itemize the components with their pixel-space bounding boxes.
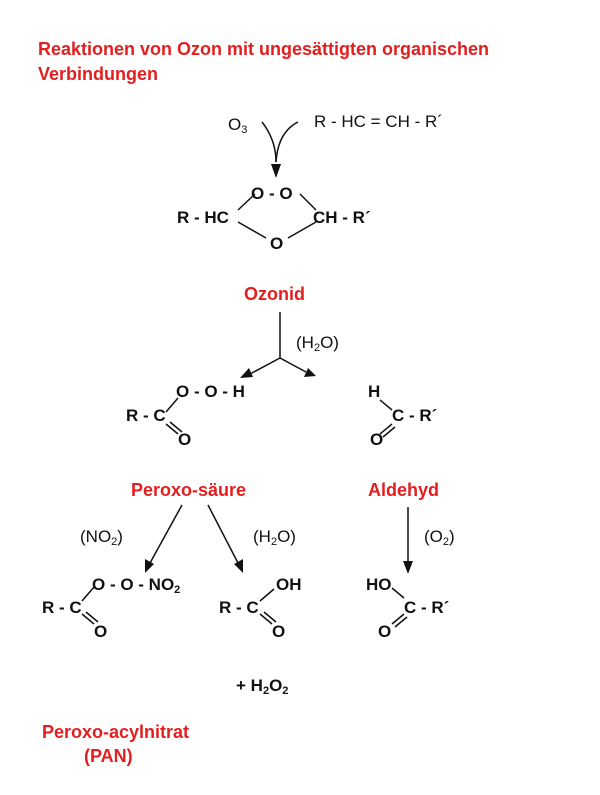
o2-condition: (O2) xyxy=(424,527,455,548)
bond xyxy=(81,586,95,602)
split-arrow-left xyxy=(249,357,281,375)
ozone-formula: O3 xyxy=(228,115,248,136)
ozonide-top: O - O xyxy=(251,184,293,203)
aldehyde-o: O xyxy=(370,430,384,449)
acid-o: O xyxy=(272,622,286,641)
h2o2-byproduct: + H2O2 xyxy=(236,676,289,697)
bond xyxy=(259,613,273,625)
branch-arrow-left xyxy=(149,504,183,564)
bond xyxy=(85,611,99,623)
arrowhead xyxy=(240,368,253,378)
bond xyxy=(391,587,405,599)
aldehyde-c: C - R´ xyxy=(392,406,438,425)
ozonide-left: R - HC xyxy=(177,208,229,227)
peracid-o: O xyxy=(178,430,192,449)
ring-bond xyxy=(237,221,267,239)
pan-label-line2: (PAN) xyxy=(84,746,133,766)
bond xyxy=(165,397,179,413)
bond xyxy=(379,423,393,435)
no2-condition: (NO2) xyxy=(80,527,123,548)
water-condition-2: (H2O) xyxy=(253,527,296,548)
ozonide-right: CH - R´ xyxy=(313,208,371,227)
pan-chain: O - O - NO2 xyxy=(92,575,181,596)
branch-arrow-right xyxy=(207,504,239,564)
bond xyxy=(394,616,408,628)
pan-r: R - C xyxy=(42,598,82,617)
aldehyd-label: Aldehyd xyxy=(368,480,440,500)
acid-oh: OH xyxy=(276,575,302,594)
peracid-ooh: O - O - H xyxy=(176,382,245,401)
peroxo-saeure-label: Peroxo-säure xyxy=(131,480,247,500)
split-arrow-right xyxy=(279,357,307,373)
arrowhead xyxy=(234,559,243,573)
pan-label-line1: Peroxo-acylnitrat xyxy=(42,722,190,742)
bond xyxy=(263,611,277,623)
arrowhead xyxy=(271,164,281,178)
alkene-formula: R - HC = CH - R´ xyxy=(314,112,443,131)
water-condition: (H2O) xyxy=(296,333,339,354)
bond xyxy=(165,423,179,435)
bond xyxy=(379,399,393,411)
ring-bond xyxy=(237,193,256,211)
converging-arrow xyxy=(261,121,277,163)
acid2-ho: HO xyxy=(366,575,392,594)
ozonid-label: Ozonid xyxy=(244,284,305,304)
peracid-r: R - C xyxy=(126,406,166,425)
acid-r: R - C xyxy=(219,598,259,617)
converging-arrow-right xyxy=(275,121,299,163)
pan-o: O xyxy=(94,622,108,641)
ring-bond xyxy=(299,193,317,211)
arrowhead xyxy=(403,561,413,574)
page-title: Reaktionen von Ozon mit ungesättigten or… xyxy=(38,39,490,84)
ozonide-bottom: O xyxy=(270,234,284,253)
arrowhead xyxy=(304,368,316,377)
bond xyxy=(259,588,275,602)
arrowhead xyxy=(145,559,154,573)
acid2-o: O xyxy=(378,622,392,641)
bond xyxy=(391,613,405,625)
aldehyde-h: H xyxy=(368,382,381,401)
bond xyxy=(81,613,95,625)
bond xyxy=(382,426,396,438)
ring-bond xyxy=(287,221,317,239)
bond xyxy=(169,421,183,433)
acid2-c: C - R´ xyxy=(404,598,450,617)
